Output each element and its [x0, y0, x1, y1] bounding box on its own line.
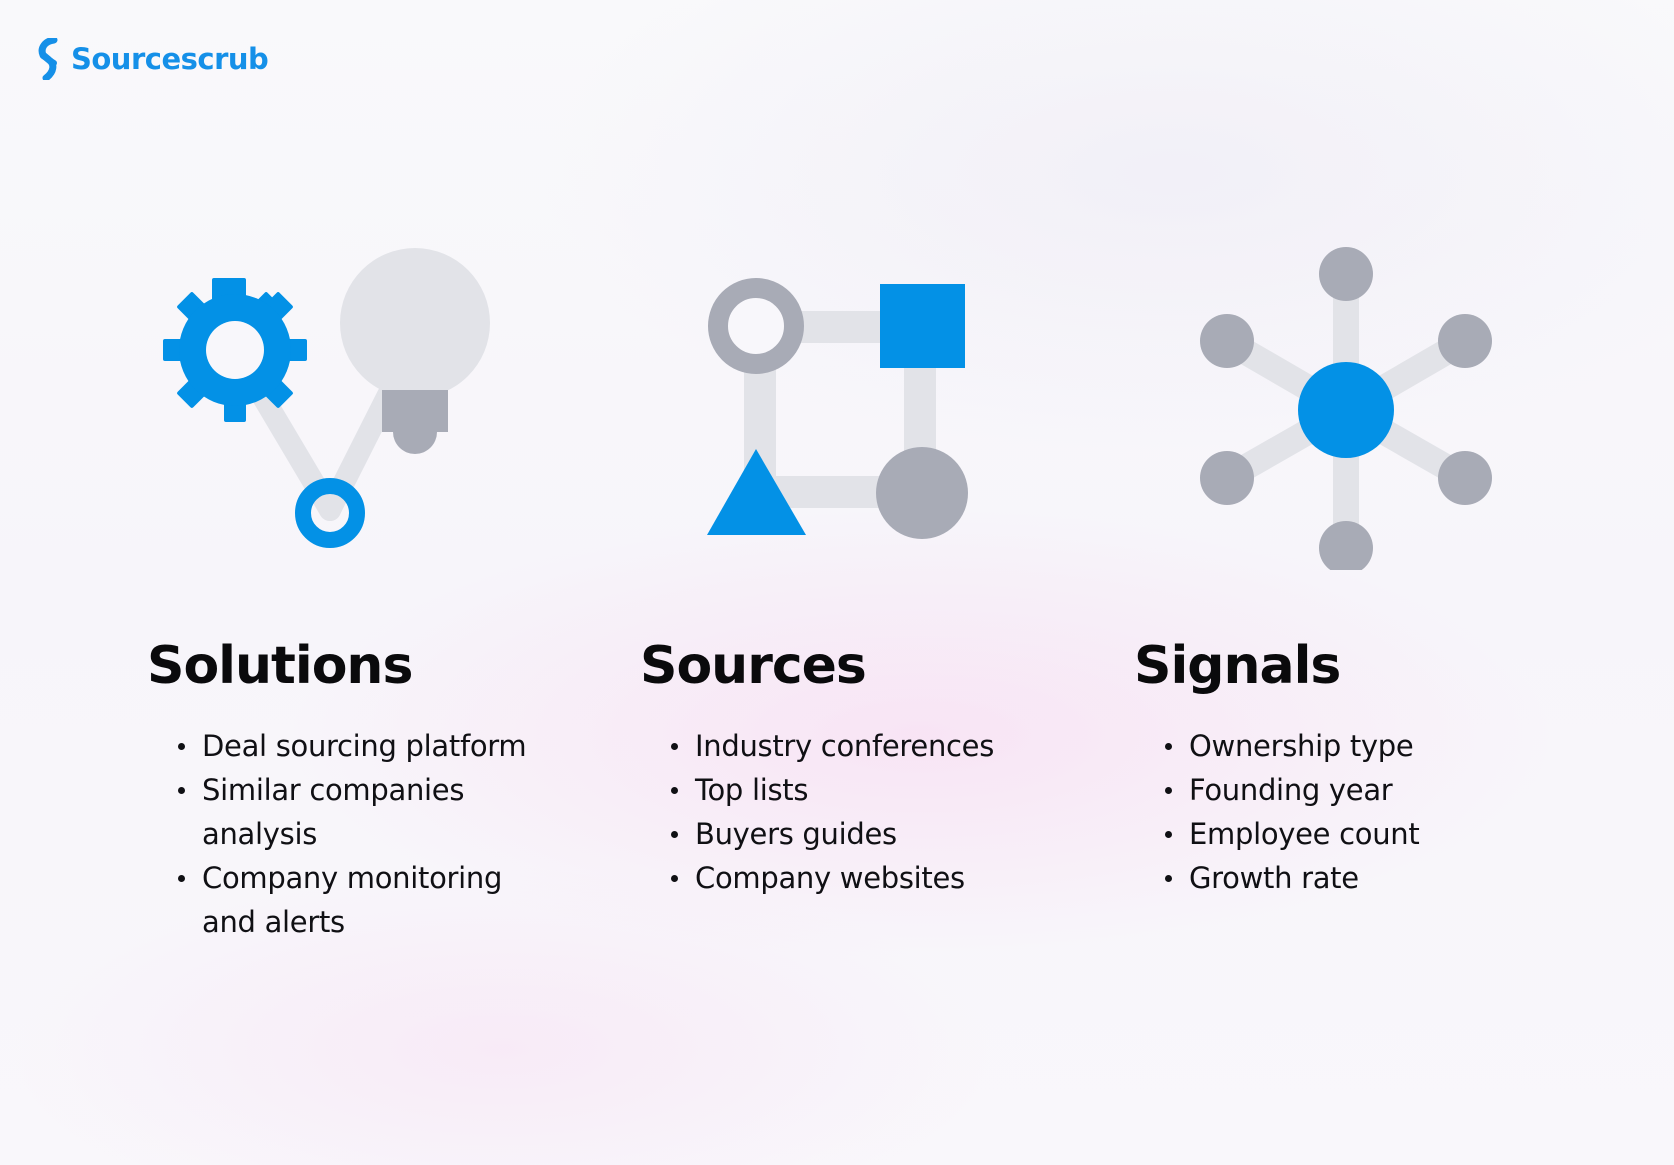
brand-logo[interactable]: Sourcescrub [37, 38, 269, 80]
column-solutions: Solutions Deal sourcing platform Similar… [147, 640, 607, 944]
column-title: Solutions [147, 636, 413, 696]
circle-icon [876, 447, 968, 539]
ring-icon [708, 278, 804, 374]
triangle-icon [707, 449, 806, 535]
column-signals: Signals Ownership type Founding year Emp… [1134, 640, 1594, 900]
list-item: Top lists [671, 768, 1100, 812]
shapes-network-icon [707, 278, 968, 539]
item-list: Deal sourcing platform Similar companies… [147, 724, 607, 944]
hub-node [1298, 362, 1394, 458]
item-list: Ownership type Founding year Employee co… [1134, 724, 1594, 900]
list-item: Ownership type [1165, 724, 1594, 768]
list-item: Deal sourcing platform [178, 724, 607, 768]
hub-spoke-network-icon [1200, 247, 1492, 570]
list-item: Company monitoring and alerts [178, 856, 522, 944]
list-item: Industry conferences [671, 724, 1100, 768]
list-item: Company websites [671, 856, 1100, 900]
node-top-right [1438, 314, 1492, 368]
list-item: Employee count [1165, 812, 1594, 856]
sourcescrub-s-logo-icon [38, 38, 58, 80]
list-item: Similar companies analysis [178, 768, 502, 856]
lightbulb-icon [340, 248, 490, 454]
gear-lightbulb-icon [163, 248, 490, 548]
node-top-left [1200, 314, 1254, 368]
column-title: Signals [1134, 636, 1341, 696]
node-bottom-left [1200, 451, 1254, 505]
square-icon [880, 284, 965, 368]
column-title: Sources [640, 636, 867, 696]
gear-icon [163, 278, 307, 422]
node-bottom-right [1438, 451, 1492, 505]
column-sources: Sources Industry conferences Top lists B… [640, 640, 1100, 900]
list-item: Buyers guides [671, 812, 1100, 856]
brand-name: Sourcescrub [71, 42, 269, 76]
node-top [1319, 247, 1373, 301]
node-ring [295, 478, 365, 548]
list-item: Growth rate [1165, 856, 1594, 900]
outer-nodes [1200, 247, 1492, 570]
item-list: Industry conferences Top lists Buyers gu… [640, 724, 1100, 900]
node-bottom [1319, 521, 1373, 570]
list-item: Founding year [1165, 768, 1594, 812]
